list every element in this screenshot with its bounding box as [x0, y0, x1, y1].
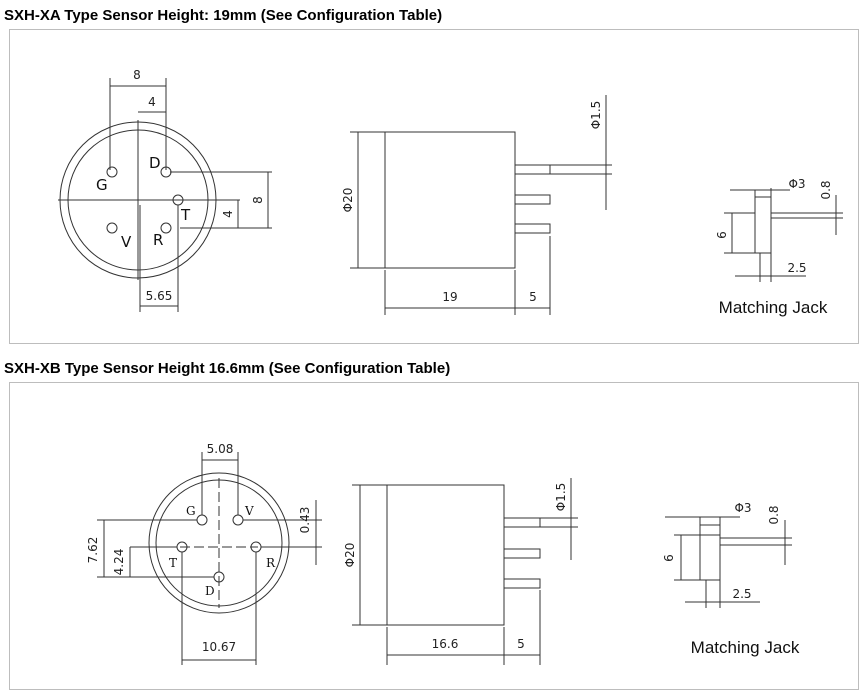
- b-dim-pin-diameter: Φ1.5: [554, 483, 568, 512]
- a-jack-d08: 0.8: [819, 180, 833, 199]
- b-dim-left-424: 4.24: [112, 549, 126, 576]
- a-pin-label-d: D: [149, 154, 161, 172]
- b-dim-pin-length: 5: [517, 637, 525, 651]
- a-pin-label-t: T: [180, 206, 191, 224]
- b-jack-d3: Φ3: [734, 501, 751, 515]
- section-b-heading: SXH-XB Type Sensor Height 16.6mm (See Co…: [4, 360, 451, 377]
- b-jack-d08: 0.8: [767, 505, 781, 524]
- a-dim-top-8: 8: [133, 68, 141, 82]
- b-dim-top-508: 5.08: [207, 442, 234, 456]
- a-pin-3: [514, 223, 551, 234]
- section-a-panel: [9, 29, 859, 344]
- a-body: [384, 131, 516, 269]
- b-body: [386, 484, 505, 626]
- a-dim-right-4: 4: [221, 210, 235, 218]
- a-pin-r: [160, 222, 172, 234]
- b-side-view: [352, 478, 578, 665]
- a-jack-h6: 6: [715, 231, 729, 239]
- a-jack-w25: 2.5: [787, 261, 806, 275]
- b-pin-label-d: D: [205, 584, 215, 598]
- a-pin-label-g: G: [96, 176, 108, 194]
- section-a-heading: SXH-XA Type Sensor Height: 19mm (See Con…: [4, 7, 443, 24]
- a-jack-caption: Matching Jack: [719, 298, 828, 317]
- a-dim-diameter: Φ20: [341, 188, 355, 213]
- a-jack-body: [754, 196, 772, 254]
- b-pin-label-r: R: [266, 556, 276, 570]
- b-dim-diameter: Φ20: [343, 543, 357, 568]
- a-pin-1: [514, 164, 551, 175]
- b-dim-length: 16.6: [432, 637, 459, 651]
- a-matching-jack: [724, 188, 843, 282]
- b-jack-h6: 6: [662, 554, 676, 562]
- a-pin-2: [514, 194, 551, 205]
- a-pin-label-v: V: [121, 233, 132, 251]
- a-dim-right-8: 8: [251, 196, 265, 204]
- a-dim-pin-diameter: Φ1.5: [589, 101, 603, 130]
- b-dim-right-043: 0.43: [298, 507, 312, 534]
- b-outer-ring: [148, 472, 290, 614]
- b-dim-left-762: 7.62: [86, 537, 100, 564]
- b-bottom-view: [97, 452, 322, 665]
- b-pin-label-t: T: [169, 556, 177, 570]
- a-jack-d3: Φ3: [788, 177, 805, 191]
- b-jack-caption: Matching Jack: [691, 638, 800, 657]
- b-jack-body: [699, 524, 721, 581]
- b-pin-label-g: G: [186, 504, 196, 518]
- section-b-panel: [9, 382, 859, 690]
- a-dim-pin-length: 5: [529, 290, 537, 304]
- b-jack-w25: 2.5: [732, 587, 751, 601]
- b-pin-g: [196, 514, 208, 526]
- b-pin-v: [232, 514, 244, 526]
- a-pin-v: [106, 222, 118, 234]
- a-dim-top-4: 4: [148, 95, 156, 109]
- b-pin-3: [503, 578, 541, 589]
- b-pin-2: [503, 548, 541, 559]
- a-dim-bottom-565: 5.65: [146, 289, 173, 303]
- a-pin-label-r: R: [153, 231, 163, 249]
- a-bottom-view: [58, 78, 272, 312]
- a-pin-g: [106, 166, 118, 178]
- a-dim-length: 19: [442, 290, 457, 304]
- b-pin-1: [503, 517, 541, 528]
- b-dim-bottom-1067: 10.67: [202, 640, 236, 654]
- b-pin-label-v: V: [244, 504, 254, 518]
- a-side-view: [350, 95, 612, 315]
- b-matching-jack: [665, 516, 792, 608]
